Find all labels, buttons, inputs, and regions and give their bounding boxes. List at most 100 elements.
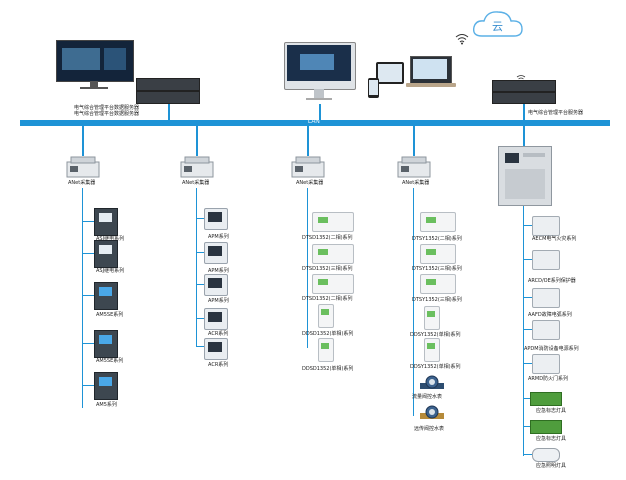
exit-sign-icon	[530, 420, 562, 434]
cloud-label: 云	[492, 20, 503, 33]
valve-icon	[420, 404, 444, 422]
connector	[523, 297, 532, 298]
meter-screen	[426, 217, 436, 223]
meter-icon	[312, 244, 354, 264]
server-caption-1: 电气综合管理平台数据服务器	[74, 105, 140, 111]
device-label: AECM电气火灾系列	[532, 236, 577, 242]
gateway-icon	[180, 156, 214, 178]
device-label: DTSD1352(三相)系列	[302, 266, 353, 272]
device-label: DDSY1352(单相)系列	[410, 332, 461, 338]
meter-screen	[321, 343, 329, 349]
meter-screen	[208, 278, 222, 288]
connector	[82, 221, 94, 222]
panel-icon	[94, 208, 118, 236]
device-label: 远传阀控水表	[414, 426, 445, 432]
meter-icon	[532, 216, 560, 236]
meter-screen	[426, 279, 436, 285]
meter-screen	[208, 246, 222, 256]
meter-icon	[312, 274, 354, 294]
connector	[168, 104, 170, 120]
panel-icon	[94, 330, 118, 358]
phone-icon	[368, 78, 380, 100]
device-label: APM系列	[208, 234, 229, 240]
device-label: ACR系列	[208, 362, 229, 368]
panel-icon	[94, 282, 118, 310]
meter-screen	[208, 342, 222, 352]
device-label: APM系列	[208, 268, 229, 274]
device-label: DTSY1352(三相)系列	[412, 297, 462, 303]
connector	[523, 426, 530, 427]
meter-icon	[420, 212, 456, 232]
device-label: 应急照明灯具	[536, 463, 567, 469]
meter-screen	[208, 312, 222, 322]
device-label: 应急标志灯具	[536, 408, 567, 414]
meter-screen	[427, 311, 435, 317]
panel-screen	[99, 335, 112, 344]
device-label: ASJ继电系列	[96, 268, 125, 274]
connector	[82, 126, 84, 156]
meter-screen	[318, 279, 328, 285]
connector	[523, 398, 530, 399]
device-label: 应急标志灯具	[536, 436, 567, 442]
connector	[82, 188, 83, 408]
lan-bus	[20, 120, 610, 126]
meter-icon	[204, 274, 228, 296]
connector	[413, 126, 415, 156]
connector	[196, 318, 204, 319]
panel-screen	[99, 377, 112, 386]
connector	[523, 363, 532, 364]
connector	[82, 253, 94, 254]
device-label: DTSD1352(二相)系列	[302, 235, 353, 241]
server-caption-right: 电气综合管理平台服务器	[528, 110, 584, 116]
meter-icon	[318, 338, 334, 362]
server-caption-2: 电气综合管理平台数据服务器	[74, 111, 140, 117]
meter-icon	[204, 242, 228, 264]
lamp-icon	[532, 448, 560, 462]
connector	[196, 126, 198, 156]
connector	[523, 126, 525, 146]
connector	[196, 284, 204, 285]
device-label: AM5SE系列	[96, 358, 124, 364]
panel-screen	[99, 287, 112, 296]
device-label: ACR系列	[208, 331, 229, 337]
connector	[523, 454, 532, 455]
gateway-icon	[66, 156, 100, 178]
device-label: AM5SE系列	[96, 312, 124, 318]
monitor-icon	[56, 40, 134, 90]
meter-icon	[532, 320, 560, 340]
meter-icon	[420, 274, 456, 294]
meter-icon	[204, 338, 228, 360]
cloud-icon: 云	[470, 8, 526, 40]
gateway-label: ANet采集器	[402, 180, 430, 186]
device-label: APDM消防设备电源系列	[524, 346, 579, 352]
gateway-label: ANet采集器	[182, 180, 210, 186]
wifi-icon	[516, 70, 526, 82]
device-label: ASJ继电系列	[96, 236, 125, 242]
control-cabinet	[498, 146, 552, 206]
device-label: DDSD1352(单相)系列	[302, 331, 354, 337]
panel-screen	[99, 213, 112, 222]
connector	[307, 188, 308, 348]
panel-icon	[94, 372, 118, 400]
meter-screen	[318, 249, 328, 255]
wifi-icon	[455, 32, 469, 45]
meter-screen	[318, 217, 328, 223]
gateway-label: ANet采集器	[68, 180, 96, 186]
connector	[307, 126, 309, 156]
connector	[196, 218, 204, 219]
meter-icon	[204, 208, 228, 230]
exit-sign-icon	[530, 392, 562, 406]
device-label: AAFD故障电弧系列	[528, 312, 572, 318]
connector	[82, 343, 94, 344]
gateway-icon	[397, 156, 431, 178]
server-icon	[136, 78, 200, 104]
server-icon	[492, 80, 556, 104]
meter-screen	[208, 212, 222, 222]
meter-icon	[532, 288, 560, 308]
meter-icon	[318, 304, 334, 328]
panel-icon	[94, 240, 118, 268]
connector	[413, 188, 414, 416]
connector	[523, 204, 524, 456]
meter-icon	[424, 338, 440, 362]
laptop-icon	[406, 56, 456, 88]
